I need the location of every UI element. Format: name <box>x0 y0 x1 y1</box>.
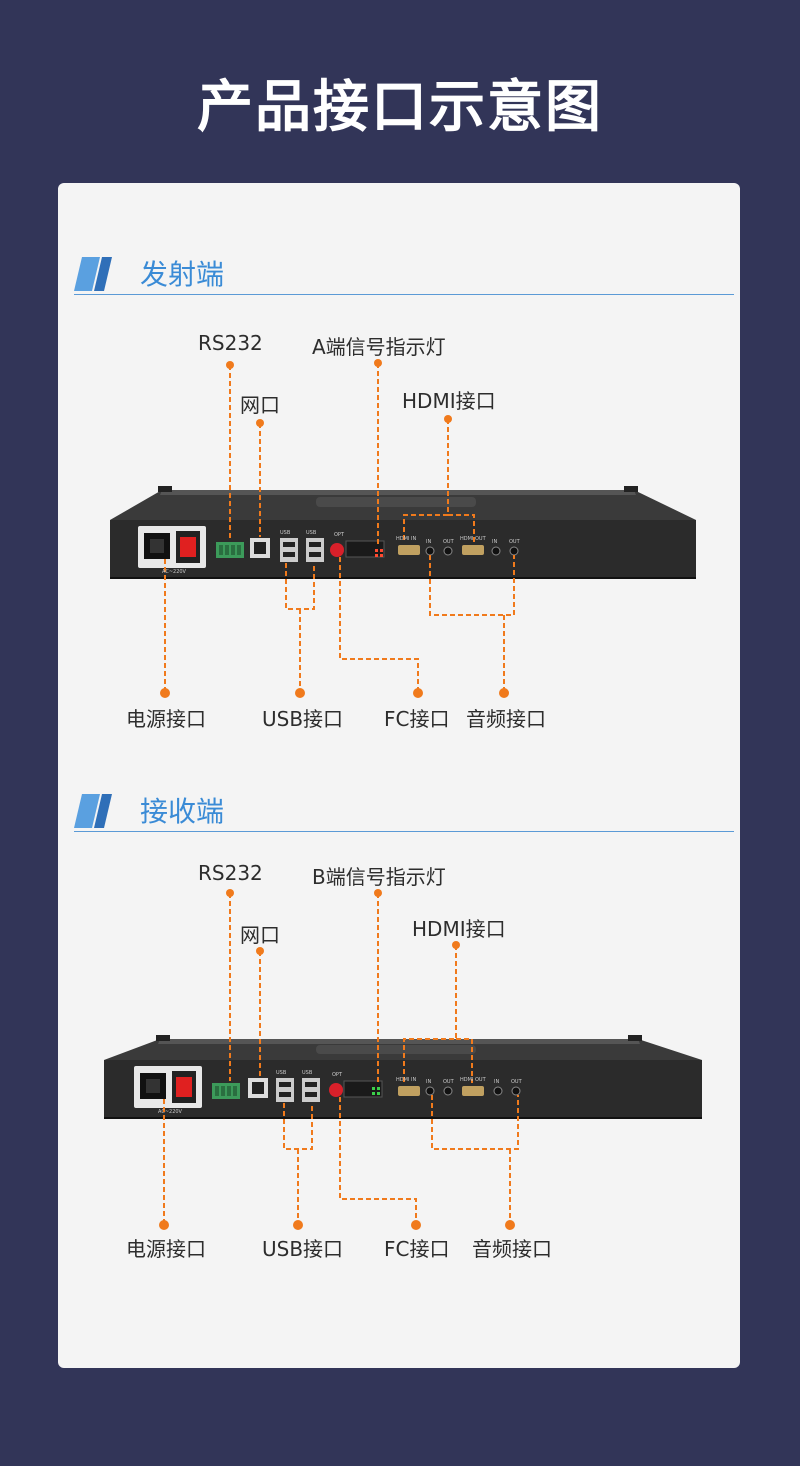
section-bar-icon <box>74 257 112 291</box>
label-hdmi-port: HDMI接口 <box>402 389 496 413</box>
transmitter-device-illustration <box>110 359 696 698</box>
section-header-receiver: 接收端 <box>74 786 734 832</box>
section-divider <box>74 294 734 295</box>
audio-in-label: IN <box>492 539 498 545</box>
section-title: 发射端 <box>140 258 225 291</box>
label-lan-port: 网口 <box>240 393 280 417</box>
label-fc-port: FC接口 <box>384 1237 450 1261</box>
label-power-port: 电源接口 <box>126 1237 206 1261</box>
hdmi-out-label: HDMI OUT <box>460 1077 486 1083</box>
receiver-device-illustration <box>104 889 702 1230</box>
ac-power-label: AC~220V <box>158 1109 182 1115</box>
audio-out-label: OUT <box>443 1079 454 1085</box>
hdmi-out-label: HDMI OUT <box>460 536 486 542</box>
section-divider <box>74 831 734 832</box>
label-audio-port: 音频接口 <box>472 1237 552 1261</box>
audio-out-label: OUT <box>511 1079 522 1085</box>
ac-power-label: AC~220V <box>162 569 186 575</box>
label-rs232: RS232 <box>198 331 263 355</box>
label-usb-port: USB接口 <box>262 707 344 731</box>
opt-port-label: OPT <box>332 1072 343 1078</box>
audio-out-label: OUT <box>509 539 520 545</box>
hdmi-in-label: HDMI IN <box>396 536 417 542</box>
section-bar-icon <box>74 794 112 828</box>
transmitter-diagram: USB USB OPT HDMI IN HDMI OUT IN OUT IN O… <box>58 323 740 743</box>
label-lan-port: 网口 <box>240 923 280 947</box>
section-header-transmitter: 发射端 <box>74 249 734 295</box>
label-hdmi-port: HDMI接口 <box>412 917 506 941</box>
usb-port-label: USB <box>302 1070 313 1076</box>
interface-card: 发射端 <box>58 183 740 1368</box>
audio-in-label: IN <box>494 1079 500 1085</box>
usb-port-label: USB <box>276 1070 287 1076</box>
audio-out-label: OUT <box>443 539 454 545</box>
label-fc-port: FC接口 <box>384 707 450 731</box>
audio-in-label: IN <box>426 1079 432 1085</box>
label-signal-indicator: B端信号指示灯 <box>312 865 446 889</box>
label-audio-port: 音频接口 <box>466 707 546 731</box>
label-power-port: 电源接口 <box>126 707 206 731</box>
label-rs232: RS232 <box>198 861 263 885</box>
opt-port-label: OPT <box>334 532 345 538</box>
usb-port-label: USB <box>306 530 317 536</box>
label-usb-port: USB接口 <box>262 1237 344 1261</box>
label-signal-indicator: A端信号指示灯 <box>312 335 446 359</box>
page-title: 产品接口示意图 <box>197 75 603 140</box>
receiver-diagram: USB USB OPT HDMI IN HDMI OUT IN OUT IN O… <box>58 861 740 1293</box>
section-title: 接收端 <box>140 795 225 828</box>
usb-port-label: USB <box>280 530 291 536</box>
audio-in-label: IN <box>426 539 432 545</box>
hdmi-in-label: HDMI IN <box>396 1077 417 1083</box>
